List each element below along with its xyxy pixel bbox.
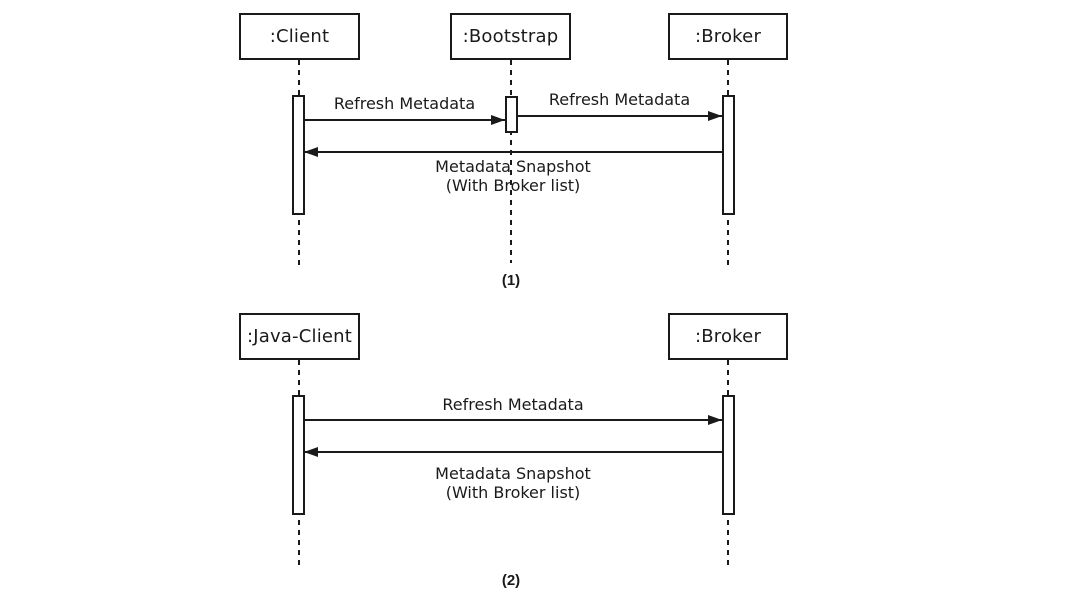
message-label-refresh-2: Refresh Metadata	[548, 90, 691, 109]
arrowhead-left-icon	[304, 447, 318, 457]
activation-broker	[722, 95, 735, 215]
message-line-refresh-2	[518, 111, 722, 121]
actor-box-broker: :Broker	[668, 313, 788, 360]
lifeline-bootstrap	[510, 60, 512, 263]
message-label-snapshot-line1: Metadata Snapshot	[435, 464, 591, 483]
arrowhead-right-icon	[708, 111, 722, 121]
actor-box-bootstrap: :Bootstrap	[450, 13, 571, 60]
diagram-1-caption: (1)	[501, 272, 521, 289]
message-line-snapshot-return	[304, 147, 722, 157]
arrowhead-right-icon	[708, 415, 722, 425]
arrowhead-right-icon	[491, 115, 505, 125]
message-label-snapshot: Metadata Snapshot (With Broker list)	[304, 157, 722, 195]
message-label-snapshot-line2: (With Broker list)	[445, 483, 581, 502]
arrowhead-left-icon	[304, 147, 318, 157]
message-label-refresh: Refresh Metadata	[442, 395, 584, 414]
message-line-refresh-1	[304, 115, 505, 125]
message-label-snapshot-line2: (With Broker list)	[445, 176, 581, 195]
message-label-snapshot: Metadata Snapshot (With Broker list)	[304, 464, 722, 502]
message-line-refresh	[304, 415, 722, 425]
actor-box-broker: :Broker	[668, 13, 788, 60]
actor-box-client: :Client	[239, 13, 360, 60]
actor-box-java-client: :Java-Client	[239, 313, 360, 360]
message-label-refresh-1: Refresh Metadata	[333, 94, 476, 113]
activation-bootstrap	[505, 96, 518, 133]
activation-broker	[722, 395, 735, 515]
message-label-snapshot-line1: Metadata Snapshot	[435, 157, 591, 176]
message-line-snapshot-return	[304, 447, 722, 457]
diagram-2-caption: (2)	[501, 572, 521, 589]
